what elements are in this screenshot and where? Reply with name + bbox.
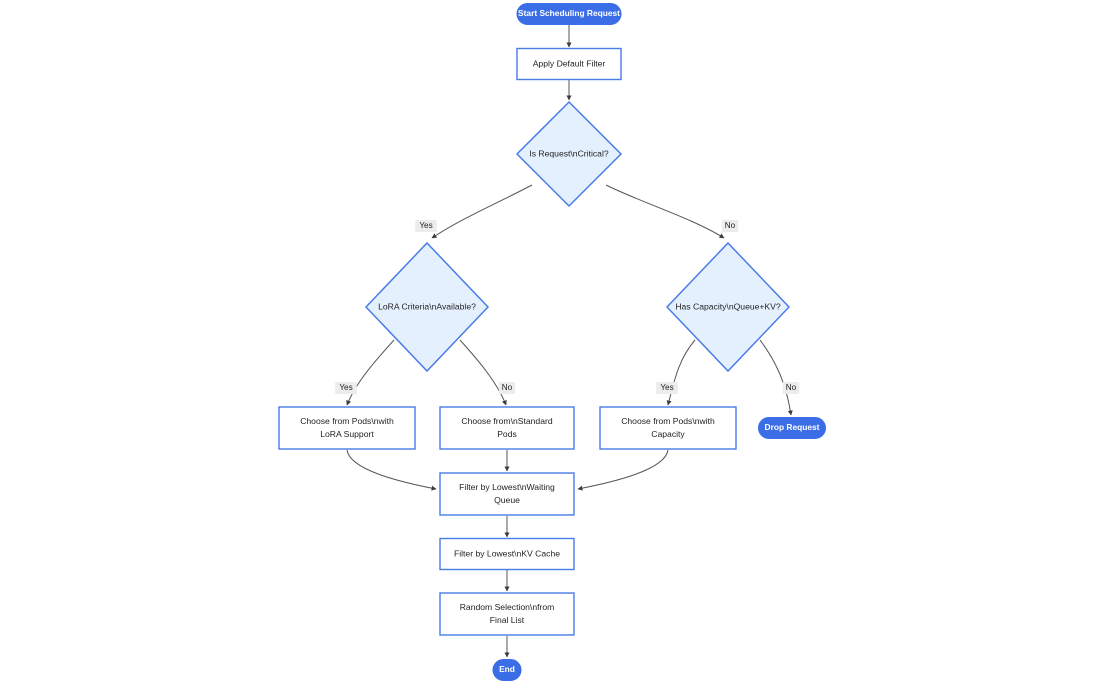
node-label: Apply Default Filter (533, 58, 606, 68)
edge-lora_criteria_available-to-choose_lora_pods (346, 339, 395, 406)
node-filter_kv_cache[interactable]: Filter by Lowest\nKV Cache (439, 537, 575, 571)
edge-is_request_critical-to-lora_criteria_available (431, 184, 533, 239)
node-label: Start Scheduling Request (518, 8, 620, 18)
node-label: Choose from Pods\nwith (621, 416, 715, 426)
node-label: LoRA Support (320, 429, 374, 439)
node-shape-diamond (515, 100, 623, 208)
edge-label-lora_criteria_available-yes: Yes (335, 382, 357, 394)
node-shape-rect (516, 47, 622, 81)
edge-label-background (782, 382, 800, 394)
node-shape-rect (439, 592, 575, 636)
edge-choose_capacity_pods-to-filter_waiting_queue (577, 449, 669, 491)
node-shape-rect (278, 406, 416, 450)
node-shape-stadium (758, 417, 826, 439)
edge-lora_criteria_available-to-choose_standard_pods (459, 339, 507, 406)
node-label: Is Request\nCritical? (529, 148, 609, 158)
node-shape-rect (439, 537, 575, 571)
node-start[interactable]: Start Scheduling Request (516, 3, 622, 25)
edge-label-text: No (786, 383, 797, 392)
edge-label-background (498, 382, 516, 394)
edge-label-text: No (725, 221, 736, 230)
node-label: Random Selection\nfrom (460, 602, 555, 612)
node-label: Has Capacity\nQueue+KV? (675, 301, 781, 311)
edge-choose_lora_pods-to-filter_waiting_queue (346, 449, 437, 491)
node-shape-rect (439, 472, 575, 516)
node-label: LoRA Criteria\nAvailable? (378, 301, 476, 311)
edge-label-text: No (502, 383, 513, 392)
node-shape-stadium (492, 659, 522, 681)
node-label: Filter by Lowest\nWaiting (459, 482, 555, 492)
edge-label-is_request_critical-no: No (721, 220, 739, 232)
node-label: Queue (494, 495, 520, 505)
node-shape-rect (599, 406, 737, 450)
edge-label-background (656, 382, 678, 394)
edge-label-background (335, 382, 357, 394)
node-has_capacity[interactable]: Has Capacity\nQueue+KV? (665, 241, 791, 373)
node-label: Pods (497, 429, 517, 439)
edge-has_capacity-to-choose_capacity_pods (666, 339, 696, 406)
node-end[interactable]: End (492, 659, 522, 681)
node-label: Final List (490, 615, 525, 625)
edge-is_request_critical-to-has_capacity (605, 184, 725, 239)
node-shape-rect (439, 406, 575, 450)
node-drop_request[interactable]: Drop Request (758, 417, 826, 439)
node-is_request_critical[interactable]: Is Request\nCritical? (515, 100, 623, 208)
edge-label-background (721, 220, 739, 232)
edge-label-lora_criteria_available-no: No (498, 382, 516, 394)
node-label: Filter by Lowest\nKV Cache (454, 548, 560, 558)
edge-label-text: Yes (419, 221, 432, 230)
edge-label-has_capacity-no: No (782, 382, 800, 394)
node-label: End (499, 664, 515, 674)
node-lora_criteria_available[interactable]: LoRA Criteria\nAvailable? (364, 241, 490, 373)
edge-label-is_request_critical-yes: Yes (415, 220, 437, 232)
node-shape-diamond (364, 241, 490, 373)
node-label: Capacity (651, 429, 685, 439)
node-label: Drop Request (765, 422, 820, 432)
node-label: Choose from Pods\nwith (300, 416, 394, 426)
edge-label-text: Yes (339, 383, 352, 392)
edge-label-text: Yes (660, 383, 673, 392)
edges-layer (346, 25, 793, 658)
node-label: Choose from\nStandard (461, 416, 552, 426)
node-shape-diamond (665, 241, 791, 373)
node-shape-stadium (516, 3, 622, 25)
edge-label-background (415, 220, 437, 232)
edge-label-has_capacity-yes: Yes (656, 382, 678, 394)
edge-has_capacity-to-drop_request (759, 339, 793, 416)
node-apply_default_filter[interactable]: Apply Default Filter (516, 47, 622, 81)
